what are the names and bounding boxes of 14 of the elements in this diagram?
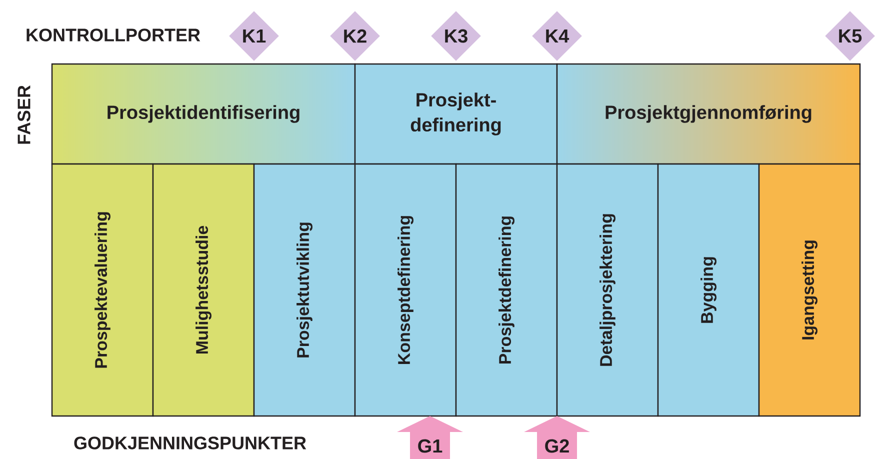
phase-band: Prosjekt- definering (354, 63, 558, 165)
phase-band: Prosjektgjennomføring (556, 63, 861, 165)
step-box: Detaljprosjektering (556, 163, 659, 417)
step-box: Konseptdefinering (354, 163, 457, 417)
step-box: Bygging (657, 163, 760, 417)
step-box: Igangsetting (758, 163, 861, 417)
step-box: Prosjektutvikling (253, 163, 356, 417)
section-label: FASER (18, 85, 30, 144)
step-box: Prosjektdefinering (455, 163, 558, 417)
section-label: GODKJENNINGSPUNKTER (74, 436, 306, 450)
phase-band: Prosjektidentifisering (51, 63, 356, 165)
section-label: KONTROLLPORTER (26, 28, 200, 42)
step-box: Prospektevaluering (51, 163, 154, 417)
step-box: Mulighetsstudie (152, 163, 255, 417)
